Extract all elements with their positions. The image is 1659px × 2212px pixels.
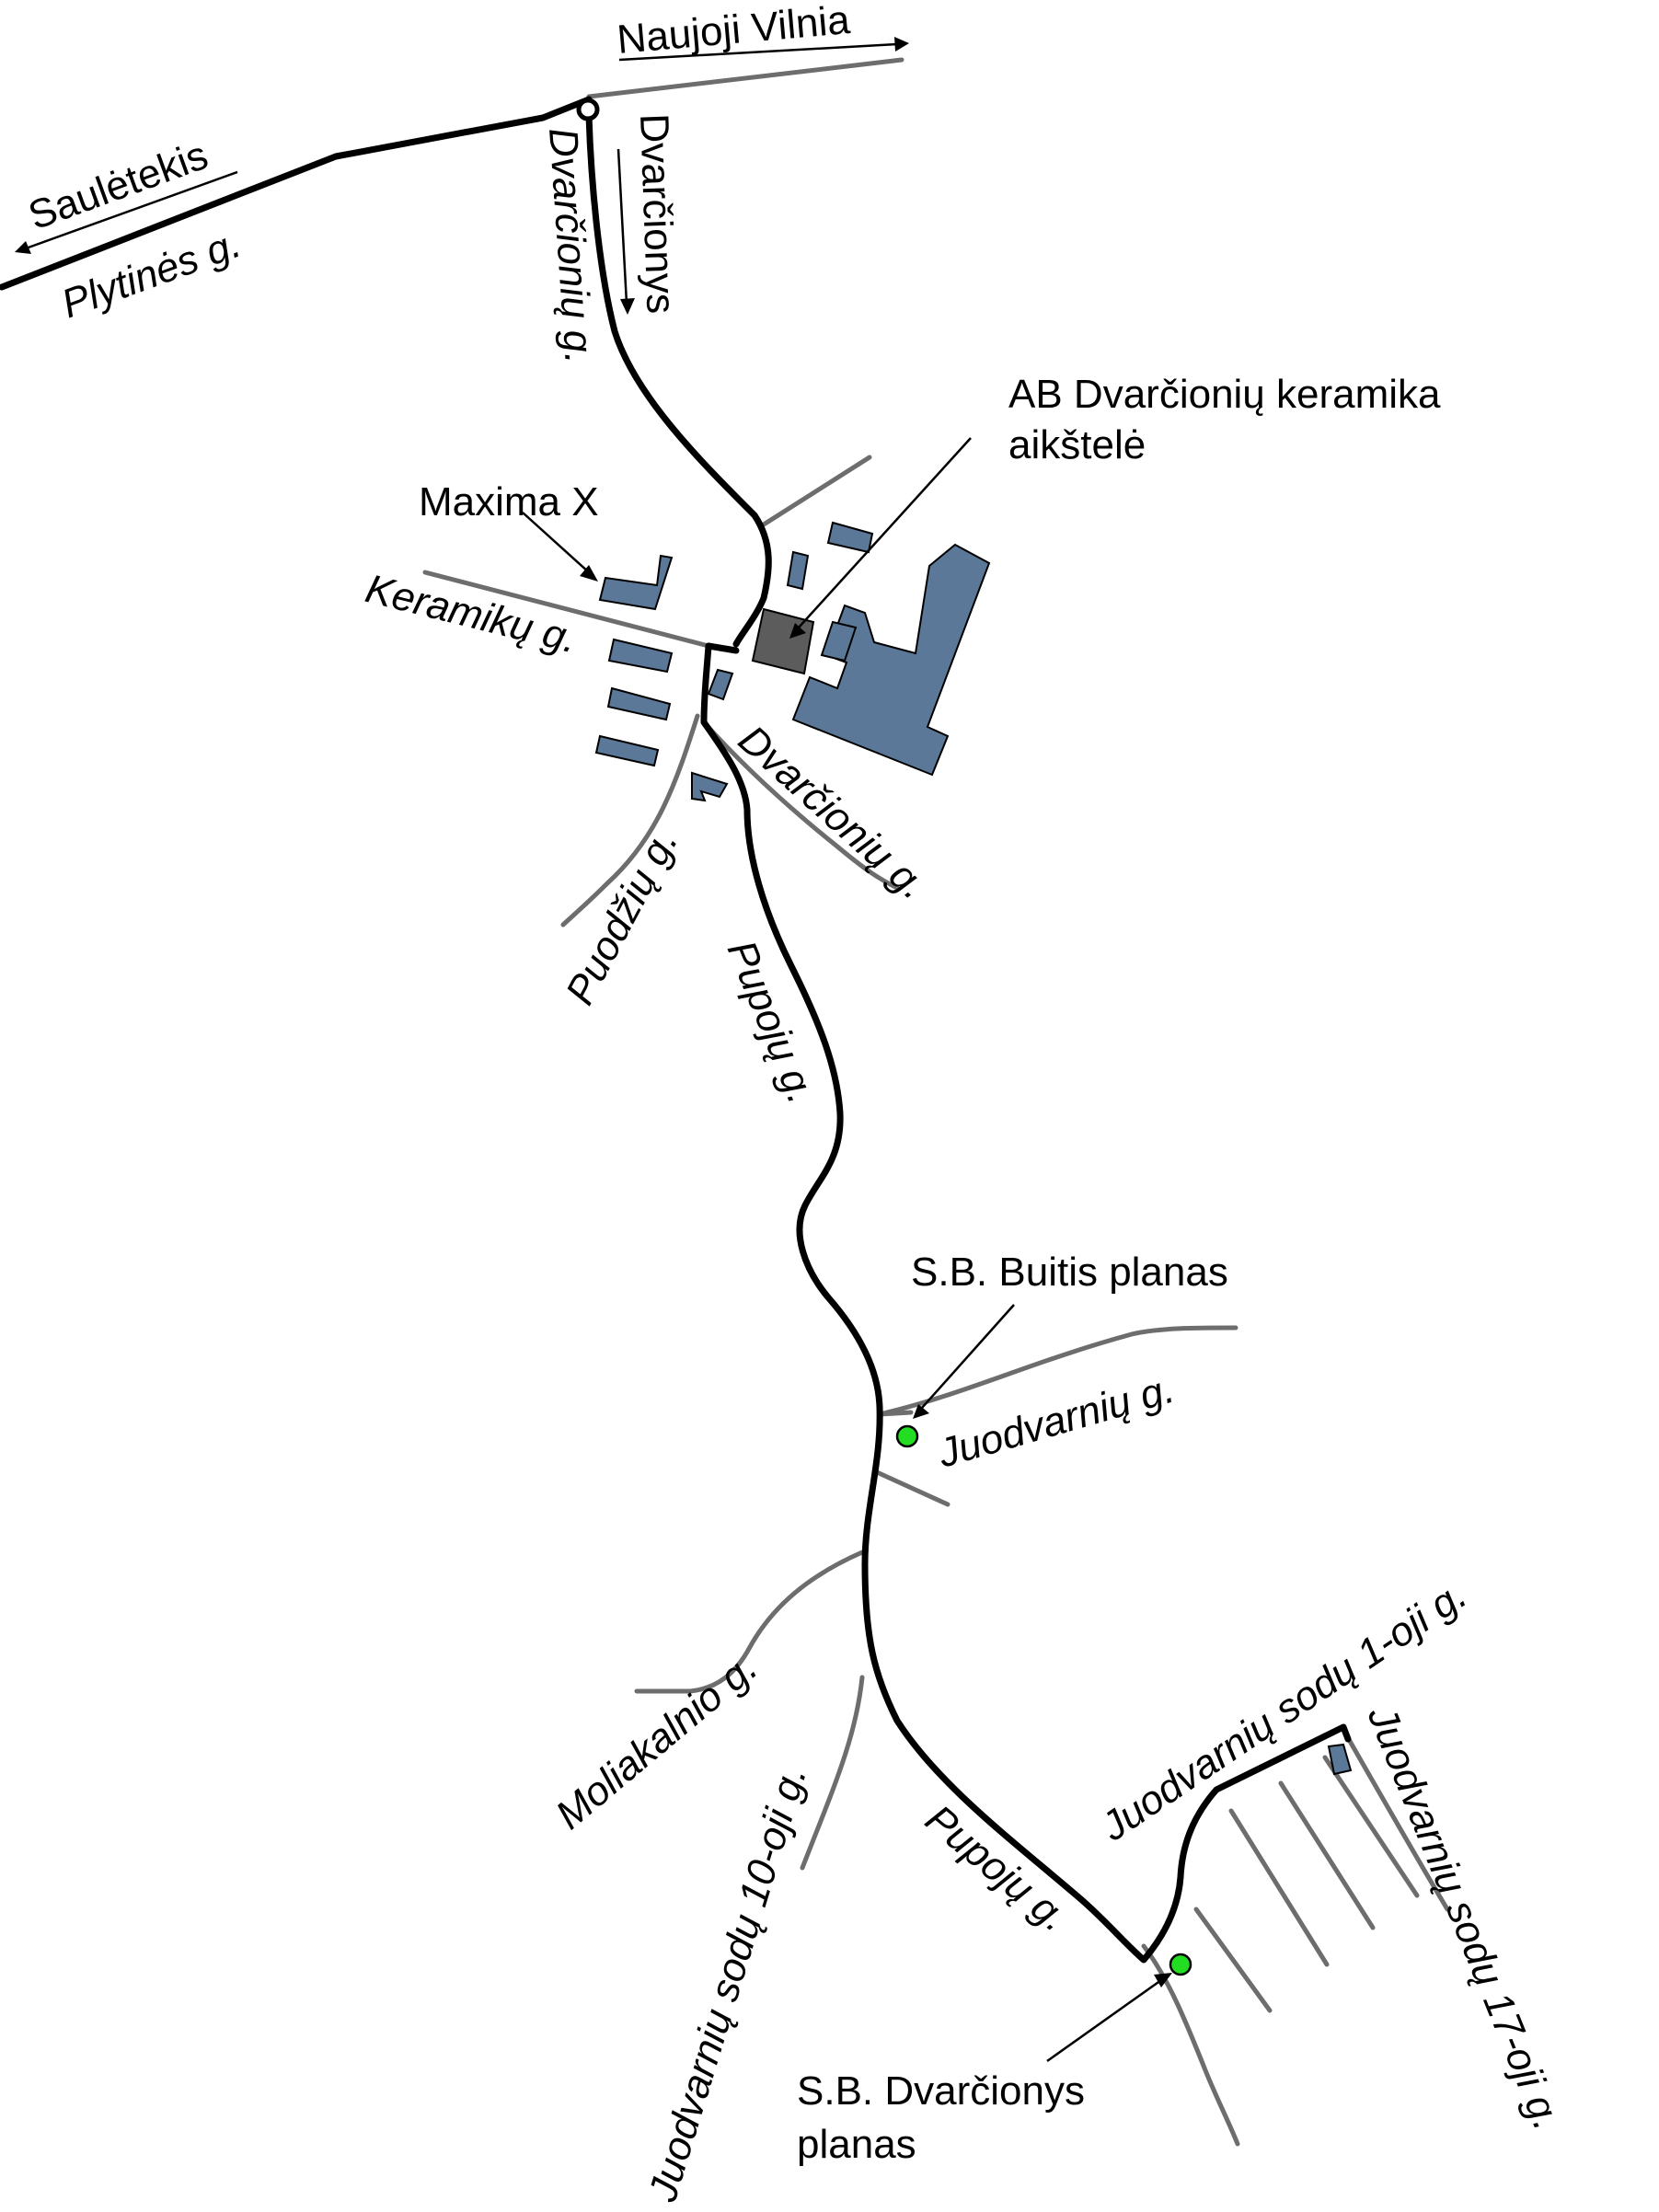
arrow-head <box>580 565 598 582</box>
road-keramiku <box>422 570 711 649</box>
building-row-1 <box>607 638 674 674</box>
label-keramiku: Keramikų g. <box>362 566 582 662</box>
building-factory <box>791 543 991 777</box>
road-sodu-10 <box>800 1675 865 1871</box>
road-naujoji-vilnia <box>586 57 904 99</box>
road-moliakalnio <box>634 1550 865 1694</box>
label-puodziu: Puodžių g. <box>558 822 687 1012</box>
road-puodziu <box>560 713 700 927</box>
building-small-east <box>707 668 734 701</box>
label-buitis: S.B. Buitis planas <box>911 1250 1228 1295</box>
location-marker-icon <box>895 1424 919 1448</box>
arrow-icon <box>1046 1978 1162 2063</box>
road-sodu-branch-1 <box>1193 1907 1273 2013</box>
road-juodvarniu-b <box>877 1410 914 1417</box>
arrow-head <box>789 623 806 639</box>
label-maxima: Maxima X <box>419 479 599 524</box>
building-north-1 <box>826 521 874 554</box>
arrow-head <box>620 298 635 315</box>
arrow-head <box>1154 1973 1172 1987</box>
arrow-head <box>15 241 31 254</box>
road-sodu-branch-4 <box>1322 1755 1420 1898</box>
road-plytines <box>0 96 593 291</box>
road-dvarcioniu-lower <box>701 720 900 891</box>
label-dvarcionys-line1: S.B. Dvarčionys <box>797 2068 1085 2114</box>
building-north-2 <box>786 550 810 591</box>
label-dvarcionys: Dvarčionys <box>631 113 684 315</box>
road-east-branch <box>874 1469 950 1507</box>
label-moliakalnio: Moliakalnio g. <box>547 1644 766 1838</box>
label-sodu-17: Juodvarnių sodų 17-oji g. <box>1358 1699 1570 2136</box>
site-keramika <box>751 607 815 675</box>
location-marker-icon <box>1169 1953 1192 1976</box>
arrow-head <box>894 37 909 52</box>
arrow-icon <box>618 42 898 62</box>
road-pupoju-main <box>700 642 1352 1964</box>
label-dvarcionys-line2: planas <box>797 2122 916 2167</box>
label-pupoju-lower: Pupojų g. <box>917 1796 1077 1941</box>
arrow-head <box>913 1404 929 1419</box>
buildings <box>594 521 1353 1776</box>
building-puodziu <box>691 771 729 802</box>
arrow-icon <box>798 437 972 628</box>
roundabout-icon <box>576 98 600 121</box>
building-sodu <box>1327 1743 1353 1776</box>
road-north-spur <box>761 455 872 527</box>
road-sodu-branch-3 <box>1278 1780 1376 1930</box>
arrow-icon <box>921 1304 1015 1409</box>
building-row-2 <box>606 686 672 721</box>
road-sodu-17 <box>1341 1727 1450 1912</box>
building-maxima <box>598 554 674 611</box>
label-juodvarniu: Juodvarnių g. <box>932 1366 1179 1477</box>
label-sauletekis: Saulėtekis <box>23 132 214 238</box>
road-juodvarniu-a <box>877 1325 1238 1417</box>
label-keramika-line1: AB Dvarčionių keramika <box>1008 372 1441 417</box>
label-keramika-line2: aikštelė <box>1008 422 1146 467</box>
building-factory-wing <box>820 620 858 662</box>
arrow-icon <box>25 170 238 250</box>
arrow-icon <box>522 512 590 573</box>
road-keramiku-junction <box>705 642 740 654</box>
label-sodu-10: Juodvarnių sodų 10-oji g. <box>639 1760 815 2206</box>
arrows <box>15 37 1172 2063</box>
label-pupoju-upper: Pupojų g. <box>719 934 824 1110</box>
label-plytines: Plytinės g. <box>56 221 248 327</box>
building-row-3 <box>594 734 660 767</box>
road-dvarcioniu-main <box>585 111 772 648</box>
road-sodu-branch-2 <box>1228 1808 1330 1967</box>
main-roads <box>0 96 1352 1964</box>
arrow-icon <box>616 148 628 305</box>
